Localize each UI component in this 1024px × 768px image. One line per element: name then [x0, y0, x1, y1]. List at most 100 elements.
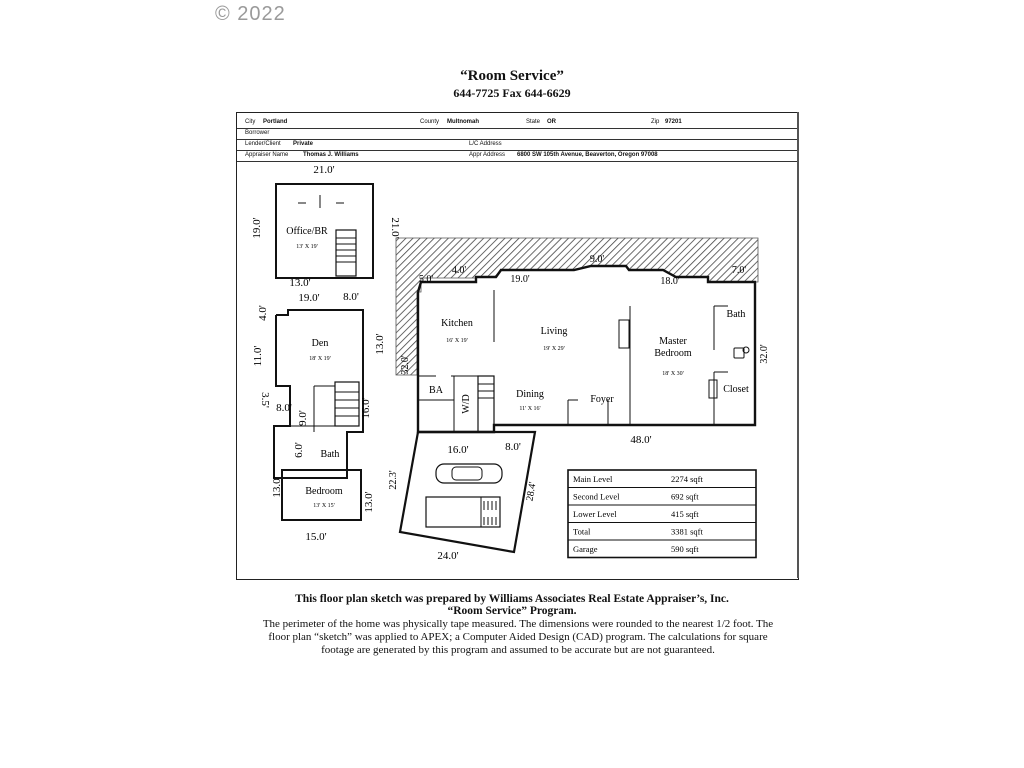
area-table-label: Garage — [573, 544, 598, 554]
header-row-lender: Lender/Client Private L/C Address — [237, 139, 798, 151]
form-frame: City Portland County Multnomah State OR … — [236, 112, 799, 580]
phone-fax-line: 644-7725 Fax 644-6629 — [453, 86, 571, 100]
state-label: State — [526, 119, 541, 125]
dim-main-left: 32.0' — [400, 355, 411, 375]
main-level-outline — [416, 264, 757, 434]
master-label-1: Master — [659, 336, 687, 347]
master-size: 18' X 30' — [662, 371, 684, 377]
area-table-value: 415 sqft — [671, 509, 699, 519]
dim-bed-bottom: 15.0' — [305, 531, 326, 543]
deck-hatched — [395, 237, 759, 376]
footer-paragraph: The perimeter of the home was physically… — [262, 618, 774, 656]
dim-main-f: 7.0' — [732, 265, 747, 276]
dim-den-left-c: 3.5' — [259, 392, 271, 408]
county-value: Multnomah — [447, 119, 479, 125]
zip-value: 97201 — [665, 119, 682, 125]
dim-den-top-a: 19.0' — [298, 292, 319, 304]
bedroom-size: 13' X 15' — [313, 503, 335, 509]
kitchen-size: 16' X 19' — [446, 338, 468, 344]
header-row-city: City Portland County Multnomah State OR … — [237, 117, 798, 129]
area-table-label: Second Level — [573, 492, 620, 502]
lender-label: Lender/Client — [245, 141, 281, 147]
form-right-edge — [797, 112, 799, 578]
dim-garage-bottom: 24.0' — [437, 550, 458, 562]
lower-level-outline — [273, 309, 364, 479]
appr-address-value: 6800 SW 105th Avenue, Beaverton, Oregon … — [517, 152, 658, 158]
area-table-value: 3381 sqft — [671, 527, 704, 537]
dim-notch-b: 9.0' — [297, 410, 309, 426]
document-title: “Room Service” — [460, 68, 564, 84]
header-row-borrower: Borrower — [237, 128, 798, 140]
area-table-value: 692 sqft — [671, 492, 699, 502]
den-label: Den — [312, 338, 329, 349]
ba-label: BA — [429, 385, 444, 396]
dim-garage-top-b: 8.0' — [505, 441, 521, 453]
dim-bed-left: 13.0' — [271, 476, 283, 497]
living-label: Living — [541, 326, 568, 337]
appraiser-value: Thomas J. Williams — [303, 152, 359, 158]
footer-line-2: “Room Service” Program. — [447, 605, 577, 617]
lower-level-floor — [273, 309, 364, 479]
workbench-icon — [425, 496, 501, 528]
dim-main-a: 5.0' — [419, 274, 434, 285]
dim-main-d: 9.0' — [590, 254, 605, 265]
dim-office-bottom: 13.0' — [289, 277, 310, 289]
lower-stair — [334, 381, 360, 427]
dining-size: 11' X 16' — [519, 406, 540, 412]
living-size: 19' X 29' — [543, 346, 565, 352]
dim-office-top: 21.0' — [313, 164, 334, 176]
foyer-label: Foyer — [590, 394, 614, 405]
office-label: Office/BR — [286, 226, 328, 237]
state-value: OR — [547, 119, 556, 125]
zip-label: Zip — [651, 119, 660, 125]
office-floor — [275, 183, 374, 279]
dim-garage-left: 22.3' — [388, 470, 399, 490]
area-table-frame — [567, 469, 757, 559]
bath-master-label: Bath — [727, 309, 746, 320]
dim-den-top-b: 8.0' — [343, 291, 359, 303]
dim-bed-right: 13.0' — [363, 491, 375, 512]
kitchen-label: Kitchen — [441, 318, 473, 329]
wd-label: W/D — [461, 394, 472, 413]
city-label: City — [245, 119, 256, 125]
area-table-label: Total — [573, 527, 591, 537]
garage-outline — [398, 430, 537, 554]
dim-main-right: 32.0' — [759, 344, 770, 364]
office-size: 13' X 19' — [296, 244, 318, 250]
dim-den-left-b: 11.0' — [252, 346, 264, 367]
dim-notch-c: 6.0' — [293, 442, 305, 458]
dim-stair-mid: 16.0' — [360, 397, 372, 418]
master-label-2: Bedroom — [654, 348, 691, 359]
main-level-floor — [416, 264, 757, 434]
area-table-value: 2274 sqft — [671, 474, 704, 484]
lender-value: Private — [293, 141, 314, 147]
dim-main-b: 4.0' — [452, 265, 467, 276]
bedroom-outline — [281, 469, 362, 521]
appr-address-label: Appr Address — [469, 152, 506, 158]
dim-main-bottom: 48.0' — [630, 434, 651, 446]
dim-garage-right: 28.4' — [524, 481, 538, 502]
dim-office-right: 21.0' — [389, 217, 401, 238]
floor-plan-sketch: Office/BR 13' X 19' 21.0' 19.0' 21.0' 13… — [251, 164, 770, 562]
dining-label: Dining — [516, 389, 544, 400]
header-row-appraiser: Appraiser Name Thomas J. Williams Appr A… — [237, 150, 798, 162]
area-table-value: 590 sqft — [671, 544, 699, 554]
lc-address-label: L/C Address — [469, 141, 502, 147]
city-value: Portland — [263, 119, 288, 125]
bath-lower-label: Bath — [321, 449, 340, 460]
copyright-notice: © 2022 — [215, 3, 286, 25]
garage-floor — [398, 430, 537, 554]
borrower-label: Borrower — [245, 130, 270, 136]
dim-den-right: 13.0' — [374, 333, 386, 354]
dim-den-left-a: 4.0' — [257, 305, 269, 321]
dim-garage-top: 16.0' — [447, 444, 468, 456]
dim-office-left: 19.0' — [251, 217, 263, 238]
dim-main-c: 19.0' — [510, 274, 530, 285]
county-label: County — [420, 119, 440, 125]
office-outline — [275, 183, 374, 279]
area-table-label: Main Level — [573, 474, 613, 484]
area-table-label: Lower Level — [573, 509, 617, 519]
car-icon — [435, 463, 503, 484]
office-stair — [335, 229, 357, 277]
